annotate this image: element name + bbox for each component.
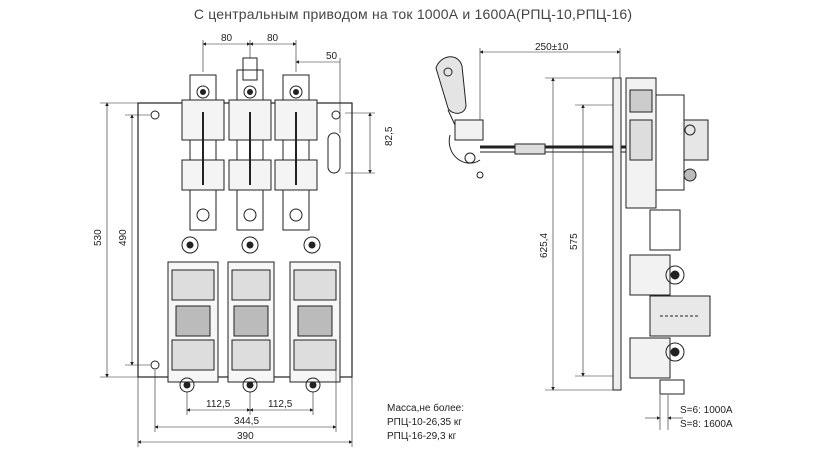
pole-center xyxy=(227,57,275,393)
dim-625-4: 625,4 xyxy=(539,233,550,258)
dim-250: 250±10 xyxy=(535,42,569,53)
dim-575: 575 xyxy=(569,233,580,250)
mount-hole xyxy=(150,110,160,120)
spec-line-1000a: S=6: 1000А xyxy=(680,405,733,416)
drive-handle xyxy=(435,56,467,114)
mass-heading: Масса,не более: xyxy=(387,403,465,414)
side-plate xyxy=(612,77,622,391)
dim-344-5: 344,5 xyxy=(234,416,259,427)
mass-line-rpc10: РПЦ-10-26,35 кг xyxy=(387,417,462,428)
mount-hole xyxy=(150,360,160,370)
dim-80-right: 80 xyxy=(267,33,279,44)
pole-left xyxy=(167,74,225,393)
dim-80-left: 80 xyxy=(221,33,233,44)
side-view xyxy=(435,48,711,430)
dim-112-5-right: 112,5 xyxy=(268,399,293,410)
spec-line-1600a: S=8: 1600А xyxy=(680,419,733,430)
dim-390: 390 xyxy=(237,431,254,442)
mass-note: Масса,не более: РПЦ-10-26,35 кг РПЦ-16-2… xyxy=(387,402,464,444)
dim-50: 50 xyxy=(326,51,338,62)
drawing-title: С центральным приводом на ток 1000А и 16… xyxy=(193,6,633,22)
dim-82-5: 82,5 xyxy=(384,126,395,146)
slot xyxy=(327,132,341,174)
dim-112-5-left: 112,5 xyxy=(206,399,231,410)
mount-hole xyxy=(331,110,341,120)
front-view xyxy=(100,40,375,447)
mass-line-rpc16: РПЦ-16-29,3 кг xyxy=(387,431,457,442)
dim-490: 490 xyxy=(118,229,129,246)
current-spec-note: S=6: 1000А S=8: 1600А xyxy=(680,404,733,432)
pole-right xyxy=(274,74,341,393)
dim-530: 530 xyxy=(93,229,104,246)
